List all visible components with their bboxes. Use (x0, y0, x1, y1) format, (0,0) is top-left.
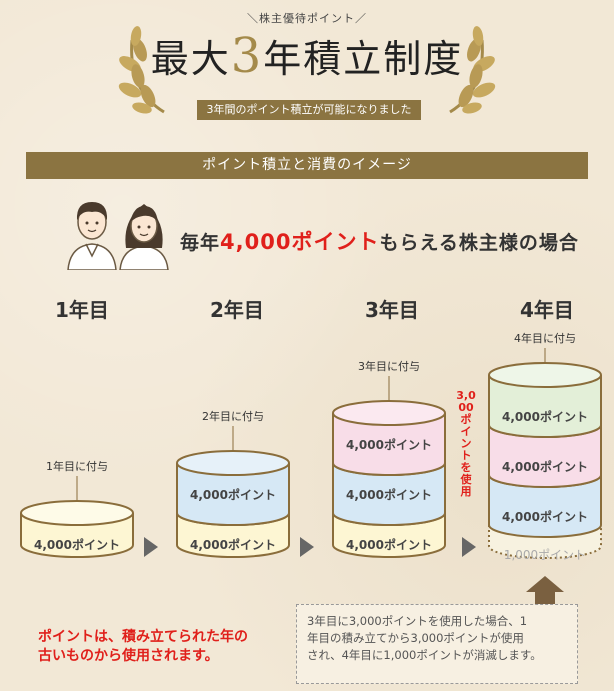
arrow-right-icon (300, 537, 314, 557)
stack-year-4: 4年目に付与 1,000ポイント 4,000ポイント 4,000ポイント 4,0… (488, 331, 602, 562)
couple-icon (67, 202, 169, 270)
cylinder-diagram: 1年目に付与 4,000ポイント 2年目に付与 4,000ポイント 4,000ポ… (20, 331, 602, 606)
used-note: 3,000ポイントを使用 (456, 389, 476, 498)
arrow-right-icon (462, 537, 476, 557)
layer-3-3 (332, 413, 446, 476)
layer-label-2-1: 4,000ポイント (190, 537, 276, 552)
lead-text: 毎年4,000ポイントもらえる株主様の場合 (180, 226, 579, 256)
arrow-right-icon (144, 537, 158, 557)
grant-label-4: 4年目に付与 (514, 331, 576, 345)
layer-label-1-1: 4,000ポイント (34, 537, 120, 552)
explanation-box: 3年目に3,000ポイントを使用した場合、1 年目の積み立てから3,000ポイン… (296, 604, 578, 684)
lead-pre: 毎年 (180, 232, 221, 254)
laurel-right-icon (449, 26, 496, 114)
grant-label-2: 2年目に付与 (202, 409, 264, 423)
lead-post: もらえる株主様の場合 (379, 232, 579, 254)
grant-label-3: 3年目に付与 (358, 359, 420, 373)
grant-label-1: 1年目に付与 (46, 459, 108, 473)
layer-4-4 (488, 375, 602, 438)
section-title: ポイント積立と消費のイメージ (26, 152, 588, 179)
layer-label-3-2: 4,000ポイント (346, 487, 432, 502)
layer-label-2-2: 4,000ポイント (190, 487, 276, 502)
red-note: ポイントは、積み立てられた年の 古いものから使用されます。 (38, 628, 248, 666)
layer-label-4-3: 4,000ポイント (502, 459, 588, 474)
red-note-line-2: 古いものから使用されます。 (38, 648, 219, 664)
box-note-line-2: 年目の積み立てから3,000ポイントが使用 (307, 631, 524, 645)
layer-label-3-3: 4,000ポイント (346, 437, 432, 452)
lead-highlight: 4,000ポイント (220, 230, 380, 254)
laurel-left-icon (118, 26, 165, 114)
year-label-3: 3年目 (365, 298, 419, 322)
main-title: 最大3年積立制度 (0, 28, 614, 84)
box-note-line-3: され、4年目に1,000ポイントが消滅します。 (307, 648, 542, 662)
stack-year-2: 2年目に付与 4,000ポイント 4,000ポイント (176, 409, 290, 558)
layer-label-3-1: 4,000ポイント (346, 537, 432, 552)
stack-year-1: 1年目に付与 4,000ポイント (20, 459, 134, 558)
stack-year-3: 3年目に付与 4,000ポイント 4,000ポイント 4,000ポイント (332, 359, 446, 558)
layer-label-4-1: 1,000ポイント (504, 548, 586, 562)
arrow-up-icon (526, 576, 564, 606)
layer-label-4-4: 4,000ポイント (502, 409, 588, 424)
box-note-line-1: 3年目に3,000ポイントを使用した場合、1 (307, 614, 528, 628)
red-note-line-1: ポイントは、積み立てられた年の (38, 629, 248, 645)
sub-banner: 3年間のポイント積立が可能になりました (197, 100, 421, 120)
year-label-1: 1年目 (55, 298, 109, 322)
title-number: 3 (230, 28, 264, 84)
title-post: 年積立制度 (263, 37, 464, 81)
layer-label-4-2: 4,000ポイント (502, 509, 588, 524)
year-label-2: 2年目 (210, 298, 264, 322)
title-pre: 最大 (150, 37, 231, 81)
year-label-4: 4年目 (520, 298, 574, 322)
layer-2-2 (176, 463, 290, 526)
kicker-text: ＼株主優待ポイント／ (247, 12, 367, 25)
